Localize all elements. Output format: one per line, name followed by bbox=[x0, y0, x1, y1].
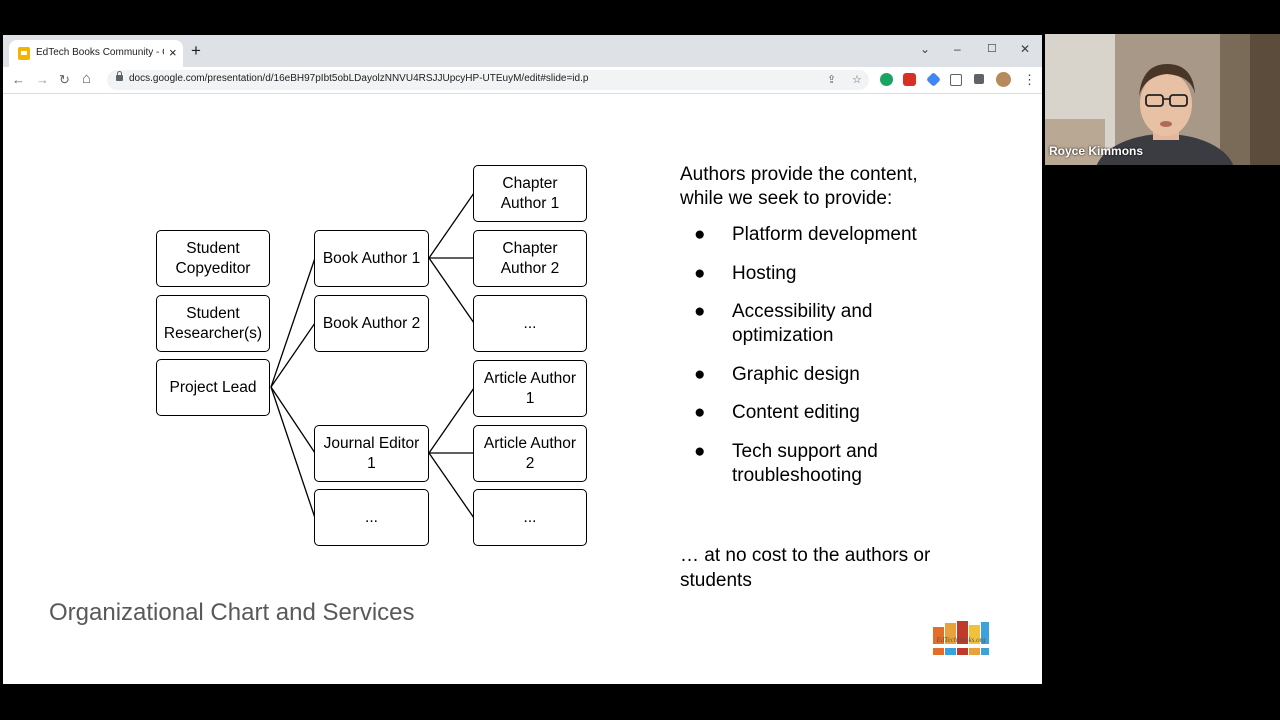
profile-avatar[interactable] bbox=[996, 72, 1011, 87]
lock-icon bbox=[116, 71, 123, 81]
maximize-button[interactable]: ☐ bbox=[987, 43, 997, 55]
box-book-author-1: Book Author 1 bbox=[314, 230, 429, 287]
service-item: ●Tech support and troubleshooting bbox=[694, 440, 878, 486]
logo-text: EdTechBooks.org bbox=[936, 636, 986, 644]
box-article-more: ... bbox=[473, 489, 587, 546]
box-article-author-1: Article Author 1 bbox=[473, 360, 587, 417]
bullet-icon: ● bbox=[694, 301, 706, 322]
minimize-button[interactable]: – bbox=[954, 42, 961, 56]
screenshot-extension-icon[interactable] bbox=[950, 74, 962, 86]
bullet-icon: ● bbox=[694, 224, 706, 245]
box-book-author-2: Book Author 2 bbox=[314, 295, 429, 352]
red-extension-icon[interactable] bbox=[903, 73, 916, 86]
service-item: ●Accessibility and optimization bbox=[694, 301, 873, 346]
box-project-lead: Project Lead bbox=[156, 359, 270, 416]
browser-toolbar: ← → ↻ ⌂ docs.google.com/presentation/d/1… bbox=[3, 67, 1042, 94]
share-icon[interactable]: ⇪ bbox=[827, 74, 837, 86]
bullet-icon: ● bbox=[694, 402, 706, 423]
tab-strip: EdTech Books Community - Goo × + ⌄ – ☐ ✕ bbox=[3, 35, 1042, 67]
reload-icon[interactable]: ↻ bbox=[59, 72, 70, 87]
connector-journal1-article-more bbox=[428, 452, 475, 519]
edtechbooks-logo: EdTechBooks.org bbox=[932, 605, 990, 655]
bullet-icon: ● bbox=[694, 363, 706, 385]
bullet-icon: ● bbox=[694, 440, 706, 462]
back-icon[interactable]: ← bbox=[12, 72, 25, 87]
service-item: ●Graphic design bbox=[694, 363, 860, 385]
forward-icon[interactable]: → bbox=[36, 72, 49, 87]
address-bar[interactable]: docs.google.com/presentation/d/16eBH97pI… bbox=[107, 70, 869, 90]
url-text[interactable]: docs.google.com/presentation/d/16eBH97pI… bbox=[129, 73, 589, 84]
services-list: ●Platform development ●Hosting ●Accessib… bbox=[694, 223, 962, 502]
grammarly-extension-icon[interactable] bbox=[880, 73, 893, 86]
tab-close-icon[interactable]: × bbox=[169, 45, 177, 60]
browser-window: EdTech Books Community - Goo × + ⌄ – ☐ ✕… bbox=[3, 35, 1042, 684]
box-journal-more: ... bbox=[314, 489, 429, 546]
connector-journal1-article1 bbox=[428, 387, 475, 454]
connector-lead-book2 bbox=[270, 322, 316, 388]
box-chapter-author-1: Chapter Author 1 bbox=[473, 165, 587, 222]
service-item: ●Platform development bbox=[694, 224, 917, 245]
box-journal-editor-1: Journal Editor 1 bbox=[314, 425, 429, 482]
service-item: ●Hosting bbox=[694, 262, 797, 284]
box-student-researchers: Student Researcher(s) bbox=[156, 295, 270, 352]
box-article-author-2: Article Author 2 bbox=[473, 425, 587, 482]
home-icon[interactable]: ⌂ bbox=[82, 70, 92, 87]
participant-video: Royce Kimmons bbox=[1045, 34, 1280, 165]
org-chart-connectors bbox=[270, 192, 475, 519]
tab-search-icon[interactable]: ⌄ bbox=[920, 42, 931, 56]
slide-title: Organizational Chart and Services bbox=[49, 599, 415, 626]
connector-book1-chapter-more bbox=[428, 257, 475, 324]
extensions-puzzle-icon[interactable] bbox=[974, 74, 984, 84]
bookmark-star-icon[interactable]: ☆ bbox=[852, 74, 862, 86]
connector-lead-book1 bbox=[270, 257, 316, 388]
participant-name-tag: Royce Kimmons bbox=[1049, 144, 1144, 158]
no-cost-note: … at no cost to the authors or students bbox=[680, 545, 931, 591]
new-tab-button[interactable]: + bbox=[191, 41, 201, 60]
tab-title: EdTech Books Community - Goo bbox=[36, 47, 164, 58]
tab-edtech-books[interactable]: EdTech Books Community - Goo × bbox=[9, 40, 183, 67]
blue-extension-icon[interactable] bbox=[926, 72, 941, 87]
connector-lead-journal-more bbox=[270, 386, 316, 519]
webcam-feed bbox=[1045, 34, 1280, 165]
box-chapter-author-2: Chapter Author 2 bbox=[473, 230, 587, 287]
browser-menu-icon[interactable]: ⋮ bbox=[1023, 72, 1036, 87]
box-chapter-more: ... bbox=[473, 295, 587, 352]
bullet-icon: ● bbox=[694, 262, 706, 284]
close-window-button[interactable]: ✕ bbox=[1020, 42, 1031, 56]
box-student-copyeditor: Student Copyeditor bbox=[156, 230, 270, 287]
services-intro: Authors provide the content, while we se… bbox=[680, 164, 918, 209]
presentation-slide: Student Copyeditor Student Researcher(s)… bbox=[3, 94, 1042, 684]
google-slides-icon bbox=[18, 47, 30, 60]
service-item: ●Content editing bbox=[694, 402, 860, 423]
connector-lead-journal1 bbox=[270, 386, 316, 454]
connector-book1-chapter1 bbox=[428, 192, 475, 259]
